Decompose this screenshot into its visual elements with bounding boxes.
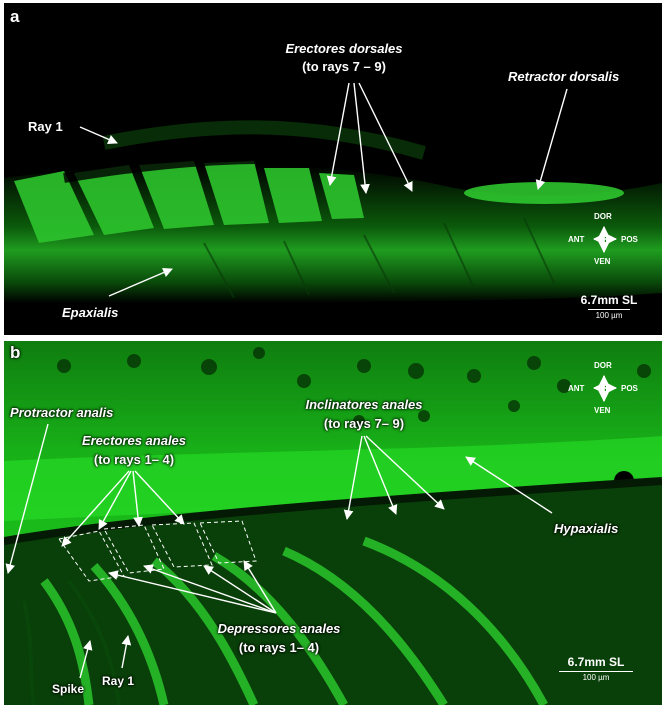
ray1-label-b: Ray 1 xyxy=(102,674,135,688)
compass-cross-icon xyxy=(592,374,618,403)
specimen-size-label: 6.7mm SL xyxy=(567,655,625,669)
hypaxialis-label: Hypaxialis xyxy=(554,521,619,536)
orientation-compass-b: DOR ANT POS VEN xyxy=(568,359,642,421)
retractor-dorsalis-label: Retractor dorsalis xyxy=(508,69,620,84)
compass-pos: POS xyxy=(621,235,638,244)
erectores-dorsales-label: Erectores dorsales xyxy=(285,41,403,56)
scale-bar-a: 6.7mm SL 100 µm xyxy=(574,293,644,320)
orientation-compass-a: DOR ANT POS VEN xyxy=(568,210,642,272)
panel-a: a Ray 1 Erectores dorsales (to rays 7 – … xyxy=(4,3,662,335)
ray1-label: Ray 1 xyxy=(28,119,63,134)
compass-ant: ANT xyxy=(568,235,585,244)
epaxialis-label: Epaxialis xyxy=(62,305,119,320)
inclinatores-anales-label: Inclinatores anales xyxy=(305,397,423,412)
scale-bar-label: 100 µm xyxy=(582,673,610,682)
compass-ven: VEN xyxy=(594,257,611,266)
panel-letter-b: b xyxy=(10,343,21,362)
panel-letter-a: a xyxy=(10,7,20,26)
scale-bar-label: 100 µm xyxy=(595,311,623,320)
specimen-size-label: 6.7mm SL xyxy=(580,293,638,307)
panel-b: b Protractor analis Erectores anales (to… xyxy=(4,341,662,705)
depressores-anales-sub-label: (to rays 1– 4) xyxy=(238,640,320,655)
protractor-analis-label: Protractor analis xyxy=(10,405,114,420)
erectores-anales-label: Erectores anales xyxy=(81,433,187,448)
compass-pos: POS xyxy=(621,384,638,393)
compass-ven: VEN xyxy=(594,406,611,415)
compass-cross-icon xyxy=(592,225,618,254)
compass-ant: ANT xyxy=(568,384,585,393)
compass-dor: DOR xyxy=(594,212,612,221)
spike-label: Spike xyxy=(52,682,85,696)
compass-dor: DOR xyxy=(594,361,612,370)
scale-bar-line xyxy=(588,309,630,310)
scale-bar-b: 6.7mm SL 100 µm xyxy=(556,655,636,682)
inclinatores-anales-sub-label: (to rays 7– 9) xyxy=(323,416,405,431)
erectores-anales-sub-label: (to rays 1– 4) xyxy=(93,452,175,467)
scale-bar-line xyxy=(559,671,633,672)
erectores-dorsales-sub-label: (to rays 7 – 9) xyxy=(302,59,386,74)
depressores-anales-label: Depressores anales xyxy=(217,621,341,636)
